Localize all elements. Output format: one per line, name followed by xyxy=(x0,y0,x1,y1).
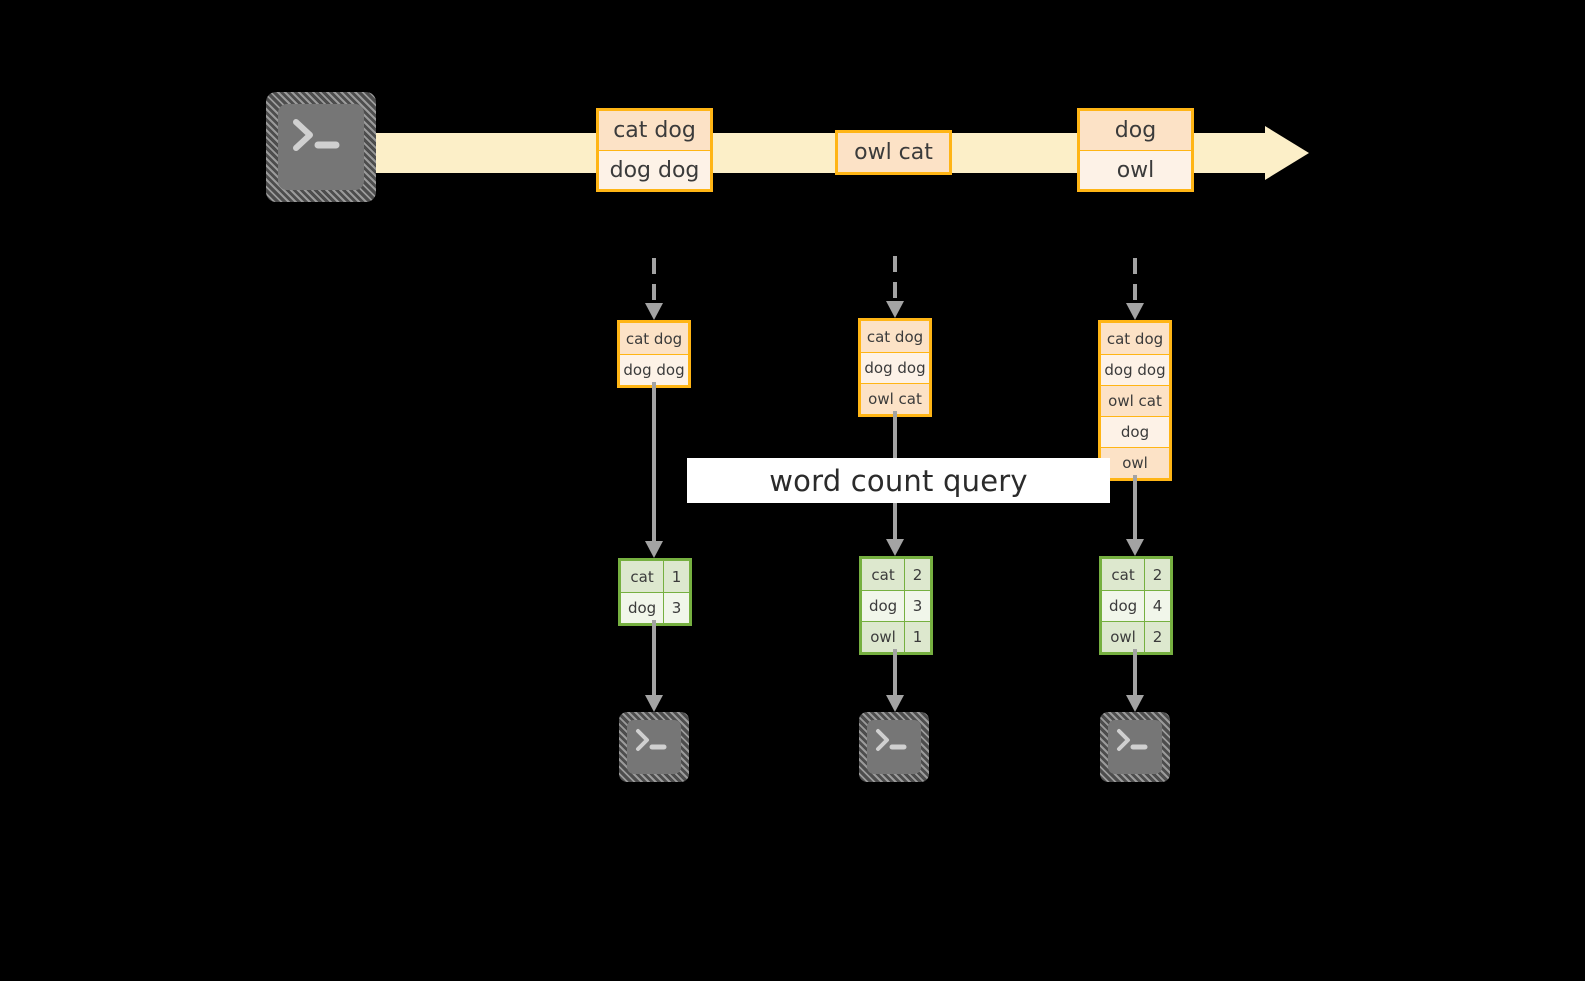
state-line: dog xyxy=(1101,416,1169,447)
state-line: owl cat xyxy=(1101,385,1169,416)
table-row: cat 1 xyxy=(621,561,689,592)
table-row: cat 2 xyxy=(1102,559,1170,590)
arrow-head-icon xyxy=(645,541,663,558)
arrow-head-icon xyxy=(1126,539,1144,556)
state-line: owl xyxy=(1101,447,1169,478)
arrow-line xyxy=(652,258,656,303)
result-word: cat xyxy=(862,559,906,590)
state-line: dog dog xyxy=(861,352,929,383)
result-count: 2 xyxy=(1145,559,1170,590)
stream-record-batch-2: owl cat xyxy=(835,130,952,175)
result-count: 1 xyxy=(905,622,930,652)
arrow-line xyxy=(1133,258,1137,303)
state-line: cat dog xyxy=(861,321,929,352)
result-word: owl xyxy=(862,622,906,652)
state-line: owl cat xyxy=(861,383,929,414)
state-line: cat dog xyxy=(1101,323,1169,354)
sink-terminal-icon-column-1[interactable] xyxy=(619,712,689,782)
table-row: dog 4 xyxy=(1102,590,1170,621)
state-box-column-3: cat dog dog dog owl cat dog owl xyxy=(1098,320,1172,481)
arrow-head-icon xyxy=(886,301,904,318)
table-row: dog 3 xyxy=(621,592,689,623)
record-line: dog dog xyxy=(599,150,710,189)
record-line: cat dog xyxy=(599,111,710,150)
result-word: dog xyxy=(1102,591,1146,621)
result-count: 3 xyxy=(664,593,689,623)
stream-arrow-head xyxy=(1265,126,1309,180)
table-row: owl 2 xyxy=(1102,621,1170,652)
state-box-column-2: cat dog dog dog owl cat xyxy=(858,318,932,417)
result-count: 2 xyxy=(1145,622,1170,652)
arrow-head-icon xyxy=(645,695,663,712)
arrow-line xyxy=(652,382,656,541)
result-word: cat xyxy=(621,561,665,592)
result-count: 2 xyxy=(905,559,930,590)
arrow-line xyxy=(1133,649,1137,695)
state-line: dog dog xyxy=(620,354,688,385)
source-terminal-icon[interactable] xyxy=(266,92,376,202)
table-row: dog 3 xyxy=(862,590,930,621)
record-line: owl xyxy=(1080,150,1191,189)
state-line: dog dog xyxy=(1101,354,1169,385)
table-row: cat 2 xyxy=(862,559,930,590)
sink-terminal-icon-column-3[interactable] xyxy=(1100,712,1170,782)
terminal-prompt-glyph xyxy=(1117,729,1148,751)
arrow-line xyxy=(893,649,897,695)
state-line: cat dog xyxy=(620,323,688,354)
arrow-head-icon xyxy=(1126,303,1144,320)
sink-terminal-icon-column-2[interactable] xyxy=(859,712,929,782)
arrow-line xyxy=(1133,475,1137,539)
record-line: owl cat xyxy=(838,133,949,172)
result-table-column-1: cat 1 dog 3 xyxy=(618,558,692,626)
query-label: word count query xyxy=(687,458,1110,503)
result-count: 1 xyxy=(664,561,689,592)
result-word: dog xyxy=(621,593,665,623)
arrow-head-icon xyxy=(886,539,904,556)
stream-record-batch-1: cat dog dog dog xyxy=(596,108,713,192)
result-table-column-3: cat 2 dog 4 owl 2 xyxy=(1099,556,1173,655)
result-count: 4 xyxy=(1145,591,1170,621)
table-row: owl 1 xyxy=(862,621,930,652)
result-word: owl xyxy=(1102,622,1146,652)
terminal-prompt-glyph xyxy=(876,729,907,751)
arrow-head-icon xyxy=(886,695,904,712)
result-word: dog xyxy=(862,591,906,621)
result-table-column-2: cat 2 dog 3 owl 1 xyxy=(859,556,933,655)
result-word: cat xyxy=(1102,559,1146,590)
state-box-column-1: cat dog dog dog xyxy=(617,320,691,388)
arrow-head-icon xyxy=(1126,695,1144,712)
terminal-prompt-glyph xyxy=(636,729,667,751)
arrow-line xyxy=(652,620,656,695)
record-line: dog xyxy=(1080,111,1191,150)
result-count: 3 xyxy=(905,591,930,621)
terminal-prompt-glyph xyxy=(293,119,340,151)
arrow-line xyxy=(893,256,897,301)
arrow-head-icon xyxy=(645,303,663,320)
stream-record-batch-3: dog owl xyxy=(1077,108,1194,192)
